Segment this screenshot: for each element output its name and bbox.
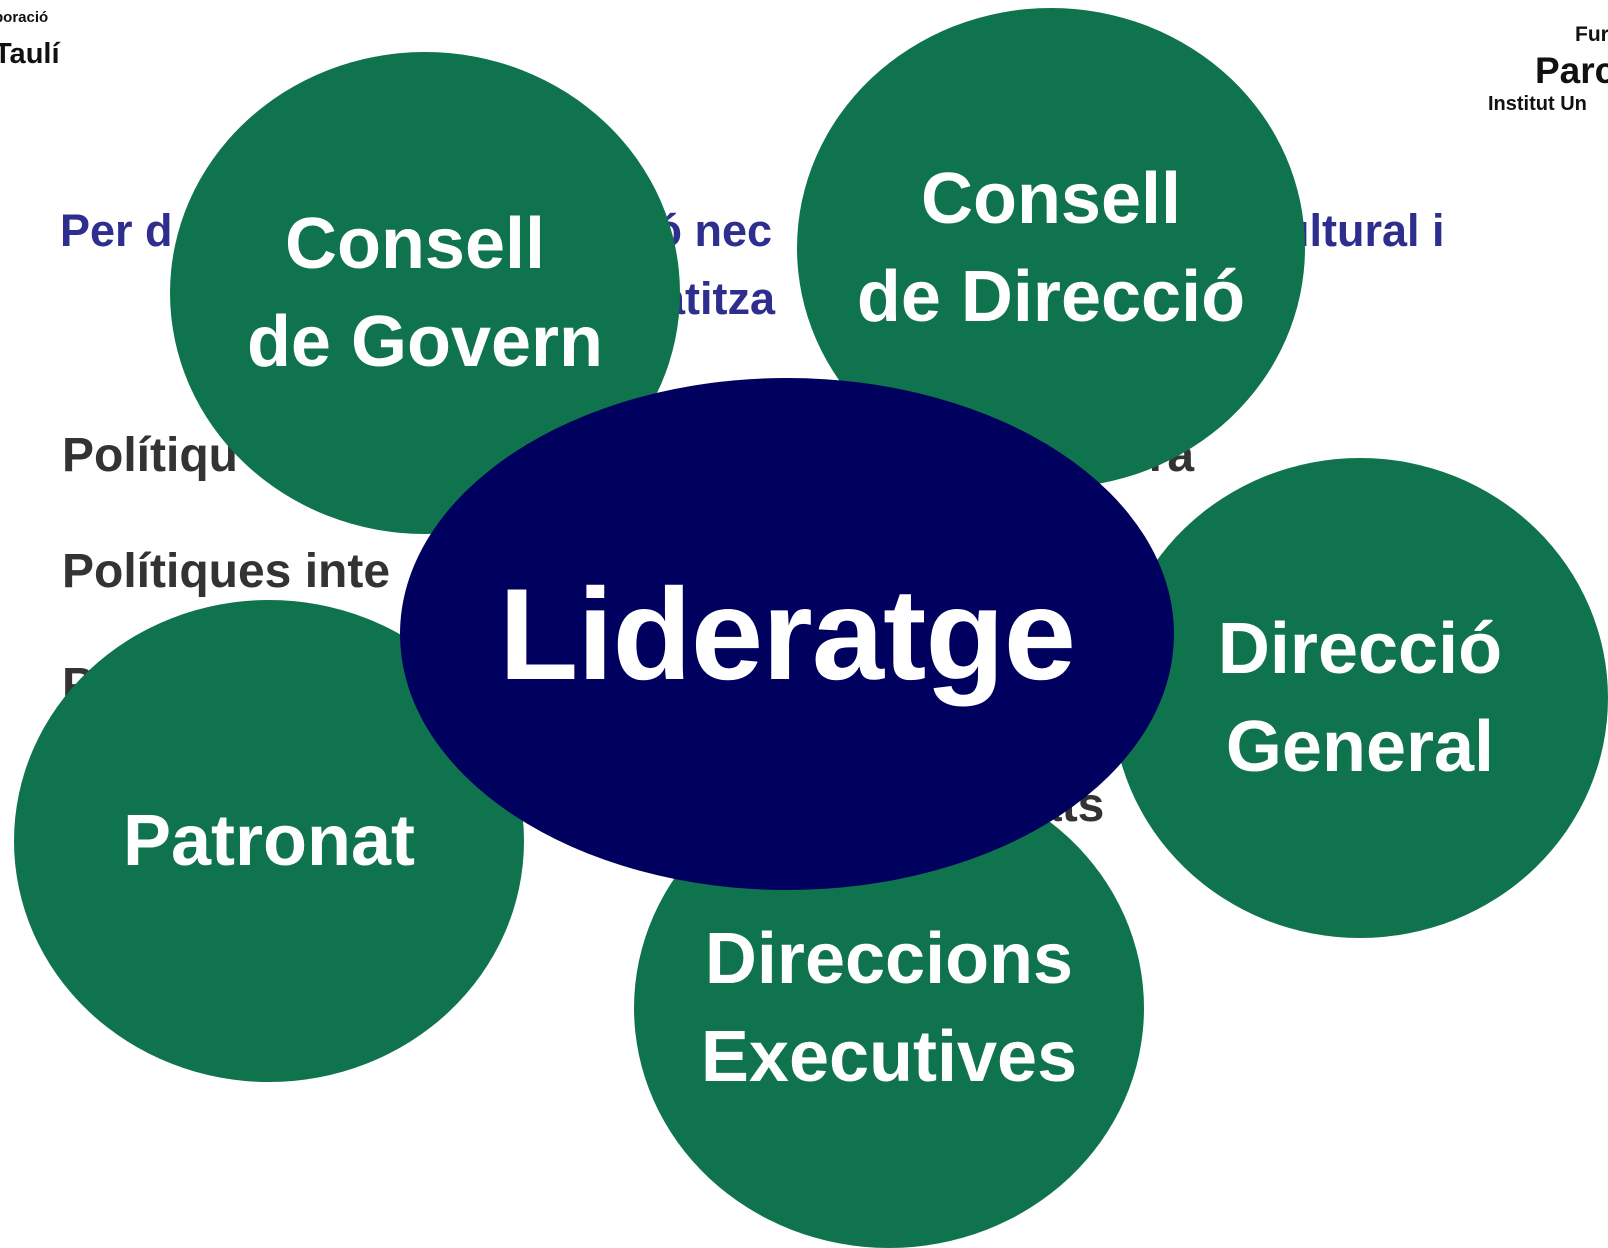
node-direccions-executives-line2: Executives bbox=[700, 1017, 1078, 1097]
node-lideratge-label: Lideratge bbox=[498, 561, 1076, 707]
bullet-text-fragment-3: Polítiques inte bbox=[62, 545, 391, 598]
left-logo-name: Taulí bbox=[0, 38, 60, 70]
node-consell-de-direccio-line1: Consell bbox=[920, 159, 1182, 239]
slide-title-fragment-3: ultural i bbox=[1282, 205, 1445, 256]
node-direccions-executives-line1: Direccions bbox=[704, 919, 1074, 999]
node-patronat-line1: Patronat bbox=[122, 801, 416, 881]
node-direccio-general: Direcció General bbox=[1112, 458, 1608, 938]
right-logo-subtitle: Institut Un bbox=[1488, 93, 1587, 115]
right-logo-caption: Fur bbox=[1575, 23, 1608, 46]
slide-title-fragment-1: Per d bbox=[60, 205, 173, 256]
node-consell-de-govern-line1: Consell bbox=[284, 204, 546, 284]
node-direccio-general-line1: Direcció bbox=[1217, 609, 1503, 689]
node-consell-de-direccio-line2: de Direcció bbox=[856, 257, 1246, 337]
node-consell-de-govern-line2: de Govern bbox=[246, 302, 604, 382]
right-logo-name: Parc bbox=[1535, 50, 1608, 91]
node-direccio-general-line2: General bbox=[1225, 707, 1495, 787]
node-patronat: Patronat bbox=[14, 600, 524, 1082]
bullet-text-fragment-1: Polítiqu bbox=[62, 429, 238, 482]
left-logo-caption: poració bbox=[0, 9, 49, 26]
node-lideratge: Lideratge bbox=[400, 378, 1174, 890]
